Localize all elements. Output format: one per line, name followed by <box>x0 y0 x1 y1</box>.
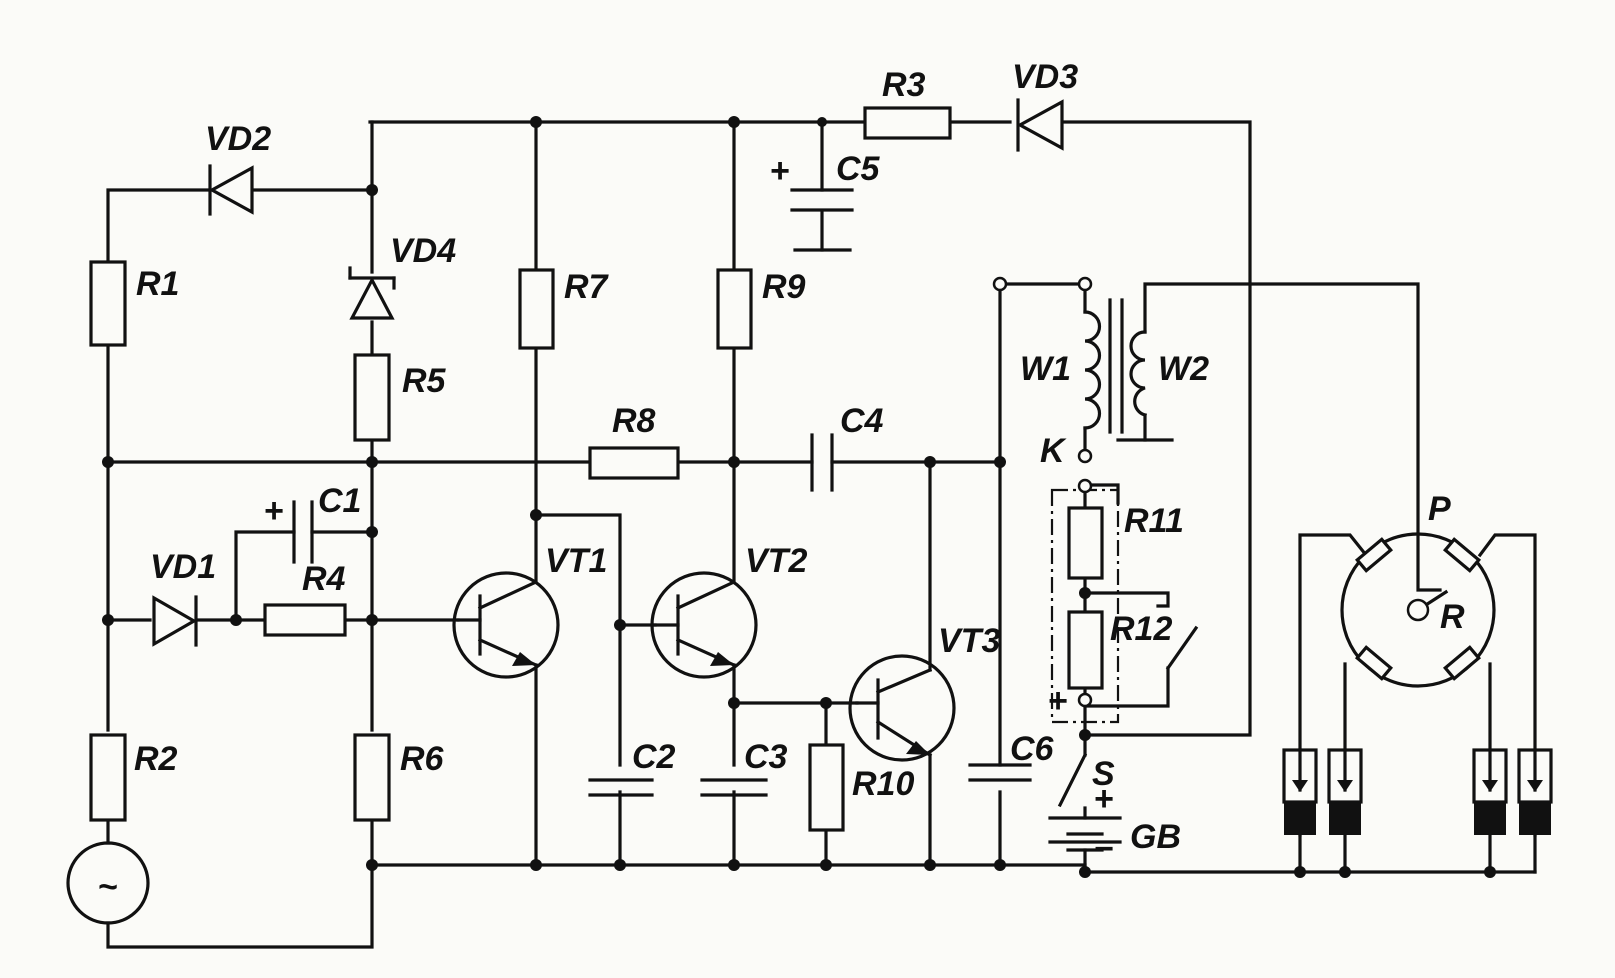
resistor-r9 <box>716 268 753 350</box>
distributor-p <box>1340 532 1496 688</box>
label-c6: C6 <box>1010 730 1055 768</box>
label-r11: R11 <box>1124 502 1184 540</box>
spark-plug-1 <box>1282 748 1318 835</box>
label-c4: C4 <box>840 402 884 440</box>
component-labels: VD2 VD3 R3 C5 VD4 R1 R7 R9 R5 R8 C4 W1 W… <box>134 58 1465 856</box>
coil-w1 <box>1083 310 1102 430</box>
ac-generator: ~ <box>66 841 150 925</box>
capacitor-c3 <box>700 778 768 797</box>
resistor-r12 <box>1067 610 1104 690</box>
capacitor-c4 <box>810 433 834 492</box>
diodes <box>152 98 1064 647</box>
label-vt1: VT1 <box>545 542 607 580</box>
diode-vd3 <box>1016 98 1064 152</box>
label-r3: R3 <box>882 66 926 104</box>
resistor-r7 <box>518 268 555 350</box>
c5-plus: + <box>770 152 790 190</box>
label-vd2: VD2 <box>205 120 271 158</box>
ignition-coil <box>1083 298 1147 434</box>
label-gb: GB <box>1130 818 1181 856</box>
resistor-r6 <box>353 733 391 822</box>
label-c2: C2 <box>632 738 676 776</box>
distributor-rotor <box>1406 598 1430 622</box>
resistor-r5 <box>353 353 391 442</box>
resistor-r1 <box>89 260 127 347</box>
label-r8: R8 <box>612 402 656 440</box>
capacitor-c5 <box>790 188 854 212</box>
capacitor-c1 <box>292 500 314 564</box>
capacitor-c2 <box>588 778 654 797</box>
label-s: S <box>1092 755 1115 793</box>
gb-minus: − <box>1094 830 1114 868</box>
transistor-vt3 <box>848 654 956 762</box>
spark-plug-3 <box>1472 748 1508 835</box>
label-w2: W2 <box>1158 350 1209 388</box>
label-vt3: VT3 <box>938 622 1000 660</box>
r12-plus: + <box>1048 682 1068 720</box>
diode-vd2 <box>208 164 254 216</box>
label-r12: R12 <box>1110 610 1172 648</box>
label-vd1: VD1 <box>150 548 216 586</box>
label-r6: R6 <box>400 740 445 778</box>
label-p: P <box>1428 490 1451 528</box>
resistors <box>89 106 1104 832</box>
battery-gb <box>1048 816 1122 852</box>
resistor-r11 <box>1067 506 1104 580</box>
label-c1: C1 <box>318 482 361 520</box>
label-vd3: VD3 <box>1012 58 1078 96</box>
label-r4: R4 <box>302 560 346 598</box>
label-r: R <box>1440 598 1465 636</box>
resistor-r2 <box>89 733 127 822</box>
label-r2: R2 <box>134 740 178 778</box>
spark-plug-4 <box>1517 748 1553 835</box>
label-c5: C5 <box>836 150 881 188</box>
junctions <box>102 116 1496 878</box>
resistor-r3 <box>863 106 952 140</box>
label-vd4: VD4 <box>390 232 456 270</box>
capacitors <box>292 188 1032 797</box>
label-r7: R7 <box>564 268 610 306</box>
resistor-r10 <box>808 743 845 832</box>
spark-plug-2 <box>1327 748 1363 835</box>
label-r10: R10 <box>852 765 914 803</box>
transistors <box>452 571 956 762</box>
gb-plus: + <box>1094 780 1114 818</box>
label-vt2: VT2 <box>745 542 807 580</box>
label-r9: R9 <box>762 268 806 306</box>
label-c3: C3 <box>744 738 788 776</box>
transistor-vt2 <box>650 571 758 679</box>
label-w1: W1 <box>1020 350 1071 388</box>
resistor-r4 <box>263 603 347 637</box>
c1-plus: + <box>264 492 284 530</box>
transistor-vt1 <box>452 571 560 679</box>
wires <box>106 120 1537 949</box>
capacitor-c6 <box>968 763 1032 782</box>
label-r5: R5 <box>402 362 447 400</box>
resistor-r8 <box>588 446 680 480</box>
diode-vd1 <box>152 595 198 647</box>
ac-source-symbol: ~ <box>98 868 118 906</box>
diode-vd4 <box>348 266 396 320</box>
label-r1: R1 <box>136 265 179 303</box>
coil-w2 <box>1129 330 1147 417</box>
label-k: K <box>1040 432 1067 470</box>
spark-plugs <box>1282 748 1553 835</box>
polarity-marks: + + + + − <box>264 152 1114 868</box>
